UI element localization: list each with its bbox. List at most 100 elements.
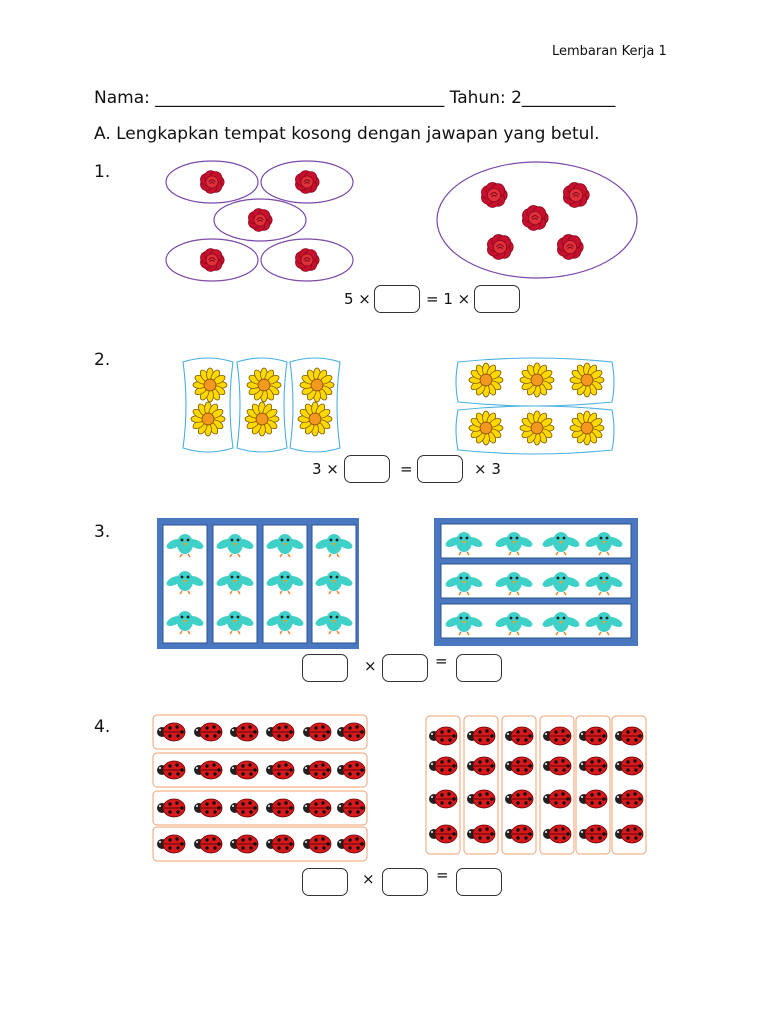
bird-icon [495, 612, 533, 636]
bird-column [262, 524, 308, 644]
ladybug-icon [543, 756, 572, 776]
year-label: Tahun: 2 [449, 88, 522, 108]
q3-answer-box-1[interactable] [302, 654, 348, 682]
q3-times: × [364, 657, 377, 675]
rose-icon [557, 234, 584, 260]
q2-picture [182, 357, 615, 455]
ladybug-icon [230, 798, 259, 818]
ladybug-icon [505, 726, 534, 746]
ladybug-icon [266, 760, 295, 780]
rose-icon [481, 182, 508, 208]
yellow-flower-icon [468, 362, 504, 398]
ladybug-icon [505, 789, 534, 809]
bird-icon [445, 612, 483, 636]
yellow-flower-icon [299, 367, 335, 403]
instruction-text: A. Lengkapkan tempat kosong dengan jawap… [94, 124, 600, 144]
ladybug-icon [303, 760, 332, 780]
ladybug-column-strip [425, 715, 461, 855]
ladybug-icon [429, 824, 458, 844]
rose-icon [200, 170, 225, 194]
q4-answer-box-2[interactable] [382, 868, 428, 896]
q2-answer-box-1[interactable] [344, 455, 390, 483]
rose-group-oval [260, 238, 354, 282]
rose-group-big-oval [436, 161, 638, 279]
q1-picture [165, 160, 638, 282]
ladybug-row-strip [152, 790, 368, 826]
ladybug-icon [467, 756, 496, 776]
bird-icon [495, 572, 533, 596]
name-blank[interactable]: __________________________________ [155, 88, 445, 108]
bird-icon [585, 572, 623, 596]
flower-column-strip [289, 357, 341, 453]
ladybug-column-strip [463, 715, 499, 855]
q3-equals: = [435, 652, 448, 670]
rose-icon [295, 170, 320, 194]
ladybug-icon [337, 798, 366, 818]
ladybug-icon [194, 722, 223, 742]
q1-eq-part-b: = 1 × [426, 290, 471, 308]
ladybug-icon [266, 798, 295, 818]
ladybug-icon [337, 760, 366, 780]
year-blank[interactable]: ___________ [521, 88, 616, 108]
rose-icon [295, 248, 320, 272]
ladybug-icon [230, 760, 259, 780]
yellow-flower-icon [244, 401, 280, 437]
bird-icon [266, 534, 304, 558]
q2-answer-box-2[interactable] [417, 455, 463, 483]
bird-column [311, 524, 357, 644]
ladybug-column-strip [611, 715, 647, 855]
q4-equals: = [436, 866, 449, 884]
ladybug-icon [266, 722, 295, 742]
ladybug-icon [615, 726, 644, 746]
bird-row [440, 603, 632, 639]
ladybug-icon [157, 760, 186, 780]
yellow-flower-icon [519, 362, 555, 398]
yellow-flower-icon [192, 367, 228, 403]
bird-icon [166, 534, 204, 558]
ladybug-column-strip [501, 715, 537, 855]
bird-icon [315, 534, 353, 558]
bird-icon [542, 612, 580, 636]
bird-column [212, 524, 258, 644]
ladybug-icon [615, 756, 644, 776]
q1-answer-box-2[interactable] [474, 285, 520, 313]
ladybug-icon [579, 824, 608, 844]
rose-group-oval [165, 160, 259, 204]
ladybug-icon [579, 756, 608, 776]
bird-icon [585, 612, 623, 636]
ladybug-icon [303, 834, 332, 854]
ladybug-icon [579, 726, 608, 746]
rose-group-oval [260, 160, 354, 204]
ladybug-icon [337, 722, 366, 742]
ladybug-column-strip [539, 715, 575, 855]
ladybug-icon [230, 722, 259, 742]
flower-row-strip [455, 357, 615, 407]
ladybug-icon [505, 756, 534, 776]
ladybug-icon [467, 726, 496, 746]
rose-icon [487, 234, 514, 260]
ladybug-icon [505, 824, 534, 844]
worksheet-title: Lembaran Kerja 1 [552, 44, 667, 59]
q3-answer-box-3[interactable] [456, 654, 502, 682]
q3-picture [157, 518, 638, 649]
flower-row-strip [455, 405, 615, 455]
bird-icon [542, 532, 580, 556]
q4-answer-box-1[interactable] [302, 868, 348, 896]
bird-icon [216, 611, 254, 635]
ladybug-icon [230, 834, 259, 854]
name-label: Nama: [94, 88, 150, 108]
q4-answer-box-3[interactable] [456, 868, 502, 896]
bird-row [440, 523, 632, 559]
ladybug-column-strip [575, 715, 611, 855]
bird-icon [216, 571, 254, 595]
bird-icon [495, 532, 533, 556]
ladybug-row-strip [152, 714, 368, 750]
q1-answer-box-1[interactable] [374, 285, 420, 313]
q3-answer-box-2[interactable] [382, 654, 428, 682]
ladybug-icon [429, 726, 458, 746]
ladybug-icon [303, 798, 332, 818]
bird-icon [166, 611, 204, 635]
ladybug-icon [157, 798, 186, 818]
rose-group-oval [213, 198, 307, 242]
rose-icon [522, 205, 549, 231]
